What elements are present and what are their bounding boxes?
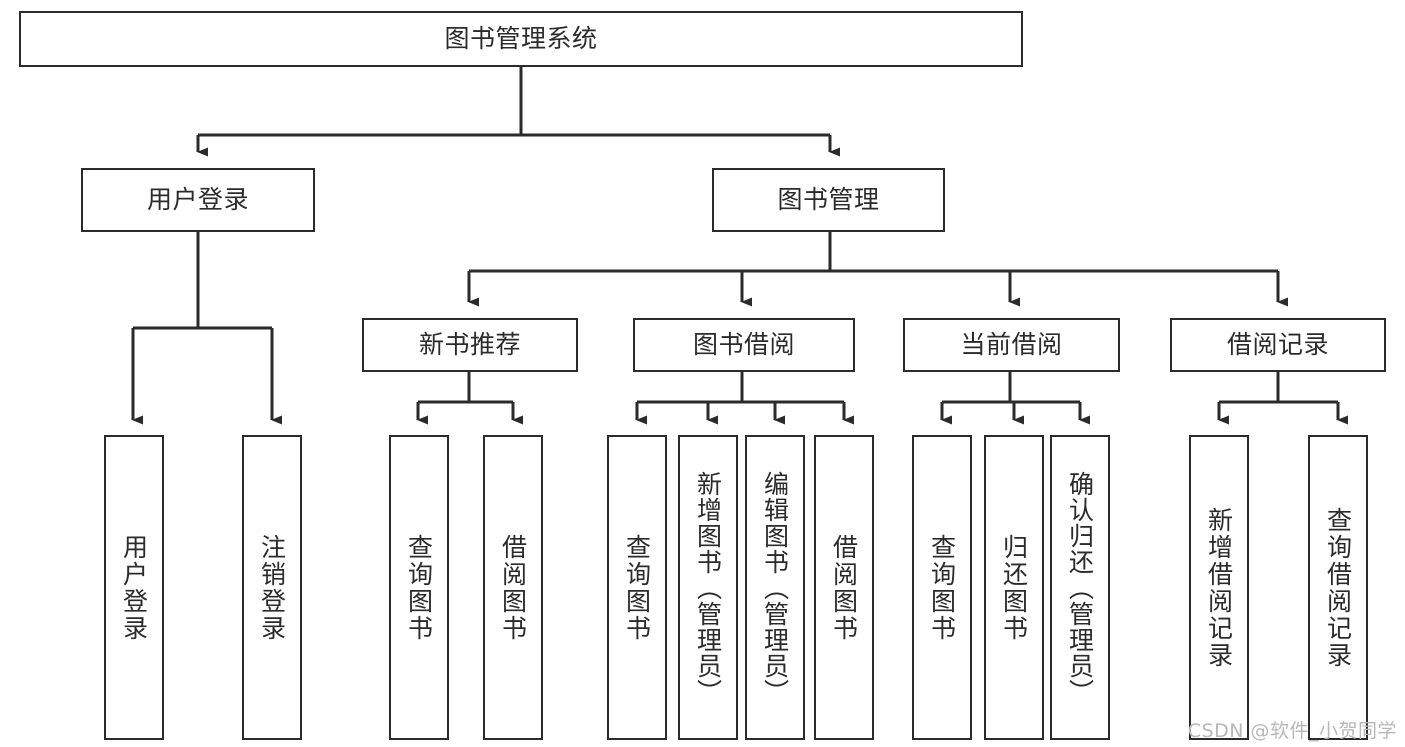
node-book-borrow[interactable]: 图书借阅 xyxy=(633,318,855,372)
node-leaf-borrow-book-2-label: 借阅图书 xyxy=(829,533,859,642)
node-leaf-add-book-label: 新增图书（管理员） xyxy=(693,470,723,705)
node-leaf-add-record-label: 新增借阅记录 xyxy=(1204,506,1234,669)
node-user-login-label: 用户登录 xyxy=(146,185,249,215)
node-leaf-confirm-return-label: 确认归还（管理员） xyxy=(1065,470,1095,705)
node-leaf-user-login[interactable]: 用户登录 xyxy=(104,435,164,740)
node-book-manage-label: 图书管理 xyxy=(777,185,880,215)
node-borrow-record-label: 借阅记录 xyxy=(1226,330,1329,360)
node-current-borrow[interactable]: 当前借阅 xyxy=(903,318,1120,372)
node-leaf-return-book-label: 归还图书 xyxy=(999,533,1029,642)
node-root-label: 图书管理系统 xyxy=(444,24,598,54)
node-leaf-query-book-3[interactable]: 查询图书 xyxy=(912,435,972,740)
node-leaf-user-login-label: 用户登录 xyxy=(119,533,149,642)
node-leaf-return-book[interactable]: 归还图书 xyxy=(984,435,1044,740)
node-leaf-add-book[interactable]: 新增图书（管理员） xyxy=(678,435,738,740)
node-new-book-recommend-label: 新书推荐 xyxy=(418,330,521,360)
node-new-book-recommend[interactable]: 新书推荐 xyxy=(362,318,578,372)
node-book-manage[interactable]: 图书管理 xyxy=(712,168,945,232)
node-leaf-query-record[interactable]: 查询借阅记录 xyxy=(1308,435,1368,740)
node-root[interactable]: 图书管理系统 xyxy=(19,11,1023,67)
node-borrow-record[interactable]: 借阅记录 xyxy=(1170,318,1386,372)
node-leaf-edit-book[interactable]: 编辑图书（管理员） xyxy=(745,435,805,740)
node-leaf-query-book-3-label: 查询图书 xyxy=(927,533,957,642)
node-leaf-query-record-label: 查询借阅记录 xyxy=(1323,506,1353,669)
node-leaf-query-book-2-label: 查询图书 xyxy=(622,533,652,642)
node-leaf-borrow-book-1-label: 借阅图书 xyxy=(498,533,528,642)
node-leaf-query-book-2[interactable]: 查询图书 xyxy=(607,435,667,740)
watermark-text: CSDN @软件_小贺同学 xyxy=(1187,720,1397,742)
node-current-borrow-label: 当前借阅 xyxy=(960,330,1063,360)
node-leaf-user-logout-label: 注销登录 xyxy=(257,533,287,642)
node-leaf-confirm-return[interactable]: 确认归还（管理员） xyxy=(1050,435,1110,740)
node-leaf-query-book-1-label: 查询图书 xyxy=(404,533,434,642)
node-leaf-edit-book-label: 编辑图书（管理员） xyxy=(760,470,790,705)
node-book-borrow-label: 图书借阅 xyxy=(692,330,795,360)
node-leaf-borrow-book-2[interactable]: 借阅图书 xyxy=(814,435,874,740)
node-leaf-add-record[interactable]: 新增借阅记录 xyxy=(1189,435,1249,740)
node-user-login[interactable]: 用户登录 xyxy=(81,168,315,232)
node-leaf-query-book-1[interactable]: 查询图书 xyxy=(389,435,449,740)
node-leaf-borrow-book-1[interactable]: 借阅图书 xyxy=(483,435,543,740)
node-leaf-user-logout[interactable]: 注销登录 xyxy=(242,435,302,740)
